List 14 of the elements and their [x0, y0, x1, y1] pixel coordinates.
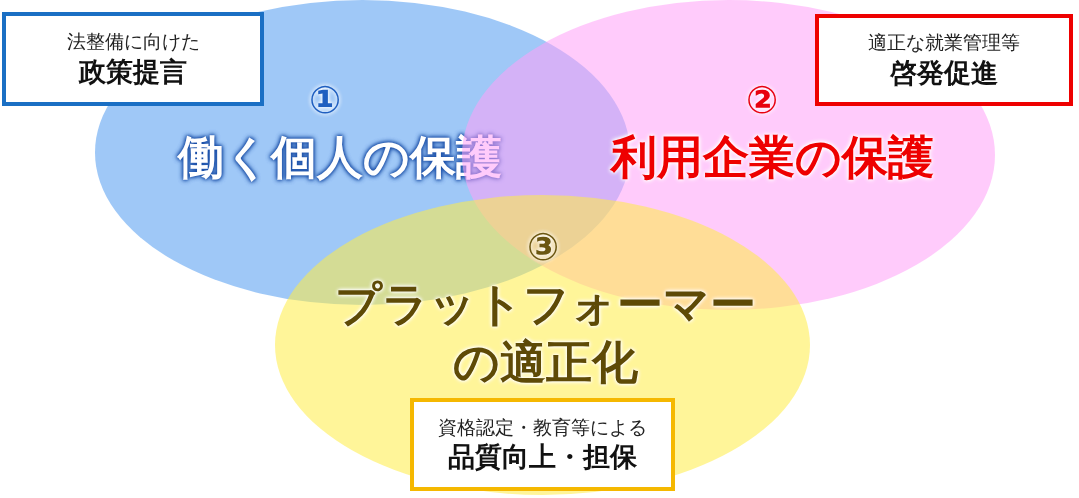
note-heading: 政策提言	[79, 54, 187, 89]
note-box	[2, 12, 264, 106]
note-text: 法整備に向けた	[66, 29, 200, 54]
circle-title: 働く個人の保護	[176, 129, 503, 186]
note-box	[815, 14, 1073, 106]
circle-number: ①	[307, 78, 343, 122]
note-heading: 啓発促進	[890, 55, 998, 90]
circle-title: 利用企業の保護	[609, 129, 935, 186]
circle-title: プラットフォーマーの適正化	[333, 276, 757, 391]
note-text: 適正な就業管理等	[868, 30, 1020, 55]
note-heading: 品質向上・担保	[448, 440, 637, 475]
circle-number: ②	[744, 78, 780, 122]
note-text: 資格認定・教育等による	[438, 414, 647, 440]
circle-number: ③	[525, 225, 561, 269]
